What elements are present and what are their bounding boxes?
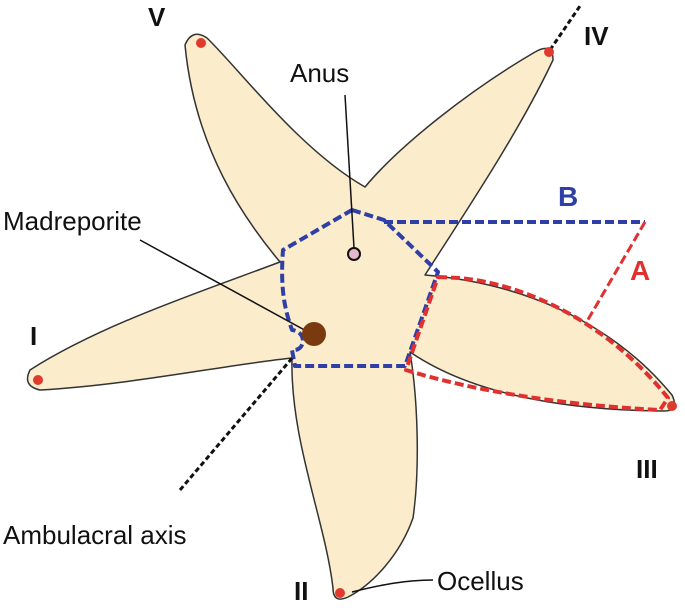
arm-iv-axis-line [548, 5, 582, 51]
starfish-body [26, 33, 676, 600]
ocellus-marker-ii [335, 588, 345, 598]
anus-marker [347, 247, 361, 261]
ocellus-label: Ocellus [437, 566, 524, 596]
measure-a-line [584, 221, 647, 324]
arm-label-iv: IV [584, 21, 609, 51]
arm-label-v: V [148, 2, 166, 32]
ambulacral-axis-label: Ambulacral axis [3, 520, 187, 550]
ocellus-marker-i [33, 375, 43, 385]
arm-iii-outline [404, 275, 670, 412]
central-disc-outline [280, 208, 440, 368]
madreporite-marker [302, 322, 326, 346]
anus-leader-line [344, 94, 355, 249]
ambulacral-axis-line [178, 356, 295, 491]
ocellus-leader-line [351, 579, 434, 593]
measure-a-label: A [630, 255, 650, 286]
arm-label-iii: III [636, 454, 658, 484]
arm-label-i: I [30, 321, 37, 351]
anus-label: Anus [290, 58, 349, 88]
ocellus-marker-v [196, 38, 206, 48]
measure-b-label: B [558, 181, 578, 212]
arm-label-ii: II [294, 576, 308, 606]
ocellus-marker-iv [544, 47, 554, 57]
madreporite-label: Madreporite [3, 206, 142, 236]
madreporite-leader-line [139, 239, 311, 334]
ocellus-marker-iii [667, 401, 677, 411]
